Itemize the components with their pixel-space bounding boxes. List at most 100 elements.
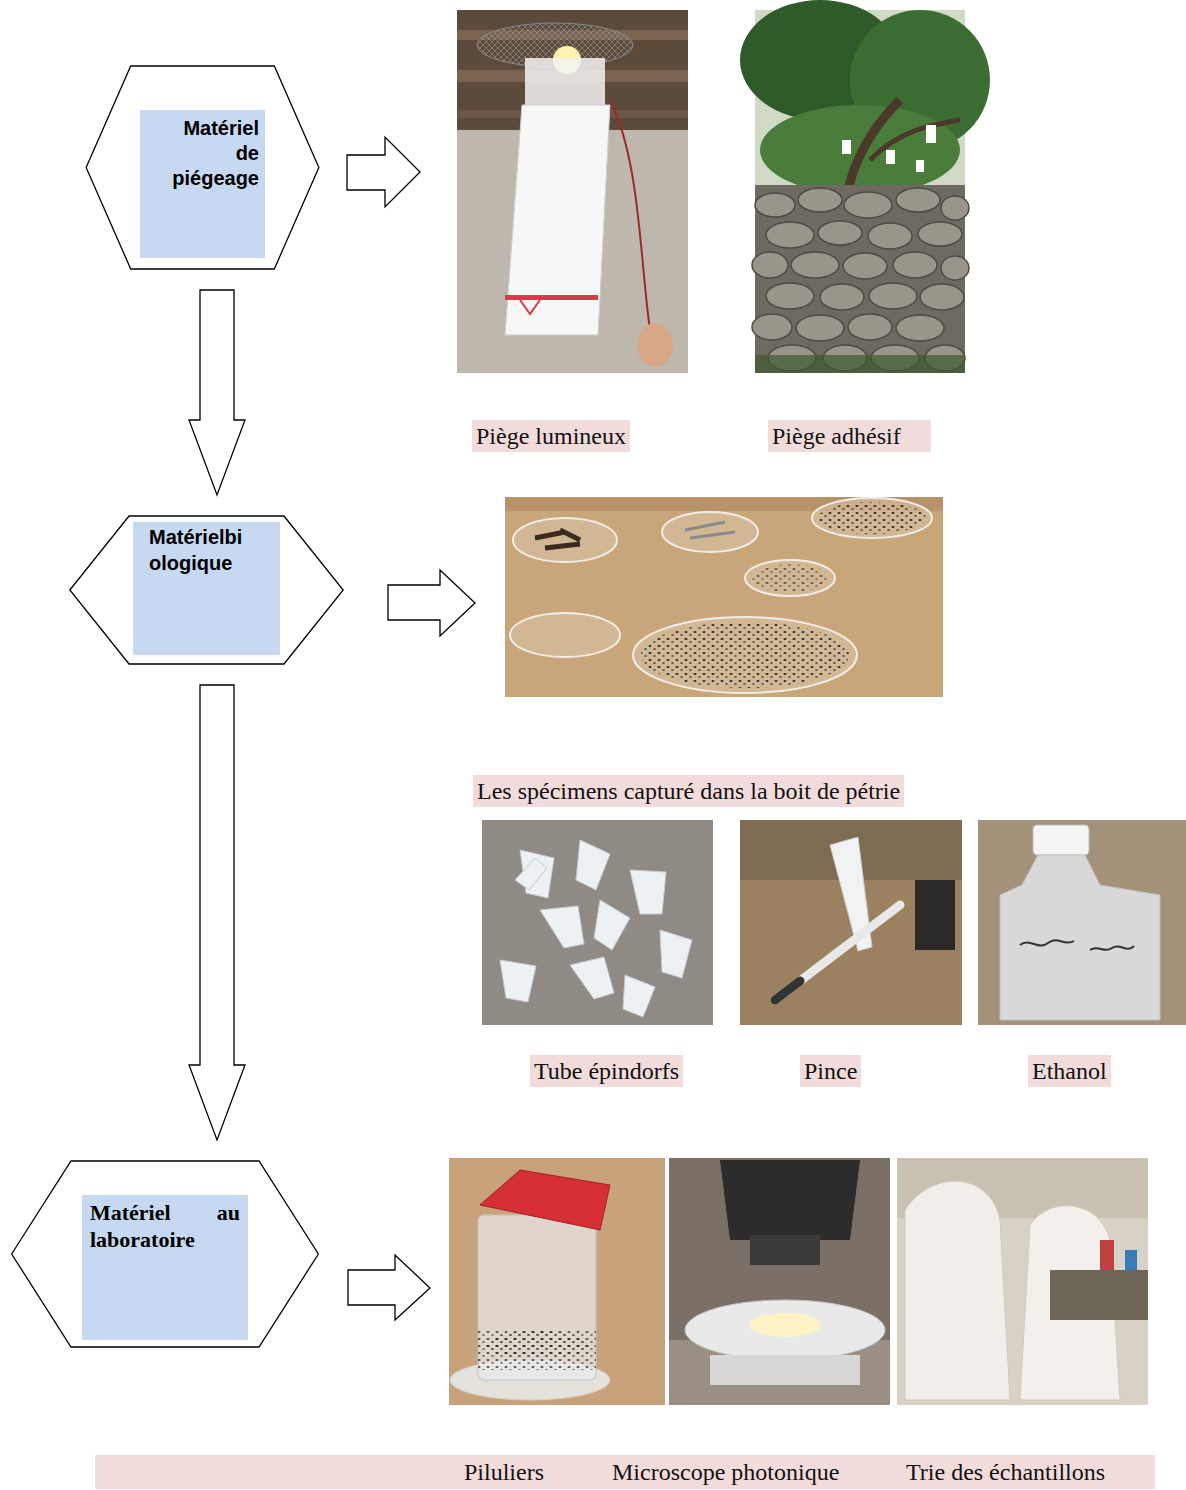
forceps-photo-part	[740, 820, 962, 1025]
sticky-trap-photo-part-part	[818, 221, 862, 245]
sorting-photo-part	[905, 1181, 1010, 1400]
ethanol-bottle-photo	[978, 820, 1186, 1025]
eppendorf-tubes-photo-part-part	[500, 960, 536, 1002]
petri-dish-photo-part	[685, 522, 735, 538]
hexagon-node: Matérielbiologique	[68, 515, 345, 665]
node-title: Matérielbiologique	[149, 524, 249, 576]
hexagon-node: Matériel au laboratoire	[10, 1160, 320, 1348]
forceps-photo-part	[775, 905, 900, 1000]
pill-box-photo	[449, 1158, 665, 1405]
sticky-trap-photo-part-part	[896, 188, 940, 212]
eppendorf-tubes-photo-part-part	[630, 870, 666, 914]
sticky-trap-photo-part-part	[796, 315, 844, 341]
block-arrow-connector	[189, 685, 245, 1140]
pill-box-photo-part	[478, 1215, 596, 1380]
petri-dish-photo-part-part	[662, 512, 758, 552]
light-trap-photo	[457, 10, 688, 373]
outline-arrow-part	[348, 1255, 430, 1320]
petri-dish-photo-part-part	[510, 613, 620, 657]
sticky-trap-photo-part-part	[843, 253, 887, 279]
sticky-trap-photo-part-part	[893, 252, 937, 278]
photo-caption: Trie des échantillons	[906, 1456, 1105, 1488]
sticky-trap-photo-part	[916, 160, 924, 172]
light-trap-photo-part	[520, 300, 540, 314]
photo-caption: Pince	[800, 1055, 861, 1087]
sticky-trap-photo-part	[752, 188, 969, 371]
sticky-trap-photo-part-part	[918, 222, 962, 246]
sticky-trap-photo-part	[755, 185, 965, 373]
sticky-trap-photo-part-part	[844, 192, 892, 218]
eppendorf-tubes-photo-part	[482, 820, 713, 1025]
petri-dish-photo-part	[752, 564, 828, 592]
microscope-photo-part	[720, 1160, 860, 1240]
sticky-trap-photo-part-part	[941, 256, 969, 280]
outline-arrow-part	[388, 570, 475, 636]
light-trap-photo-part	[525, 58, 605, 108]
microscope-photo-part	[685, 1300, 885, 1360]
light-trap-photo-part	[457, 10, 688, 373]
eppendorf-tubes-photo-part-part	[540, 906, 584, 948]
photo-caption: Piluliers	[464, 1456, 544, 1488]
microscope-photo-part	[749, 1313, 821, 1337]
block-arrow-connector	[189, 290, 245, 495]
petri-dish-photo-part-part	[812, 498, 932, 538]
sticky-trap-photo-part-part	[869, 283, 917, 309]
photo-caption: Microscope photonique	[612, 1456, 839, 1488]
eppendorf-tubes-photo	[482, 820, 713, 1025]
petri-dish-photo	[505, 497, 943, 697]
label-fill: Matériel de piégeage	[140, 110, 265, 258]
eppendorf-tubes-photo-part-part	[623, 975, 655, 1017]
eppendorf-tubes-photo-part-part	[660, 930, 692, 978]
sorting-photo	[897, 1158, 1148, 1405]
node-title: Matériel au laboratoire	[90, 1199, 240, 1253]
ethanol-bottle-photo-part	[978, 820, 1186, 1025]
eppendorf-tubes-photo-part-part	[576, 840, 610, 890]
ethanol-bottle-photo-part	[1000, 855, 1160, 1020]
pill-box-photo-part	[478, 1330, 596, 1370]
sticky-trap-photo-part	[870, 120, 960, 160]
hexagon-shape	[70, 516, 343, 664]
sticky-trap-photo-part-part	[791, 252, 839, 278]
photo-caption: Piège adhésif	[768, 420, 931, 452]
caption-band	[95, 1455, 1155, 1489]
sorting-photo-part	[897, 1158, 1148, 1405]
sorting-photo-part	[1100, 1240, 1114, 1270]
sticky-trap-photo-part-part	[848, 314, 892, 340]
sticky-trap-photo-part	[755, 355, 965, 373]
pill-box-photo-part	[480, 1170, 610, 1230]
photo-caption: Tube épindorfs	[530, 1055, 683, 1087]
sticky-trap-photo-part	[842, 140, 851, 154]
light-trap-photo-part	[637, 323, 673, 367]
microscope-photo-part	[750, 1235, 820, 1265]
label-fill: Matériel au laboratoire	[82, 1195, 248, 1340]
light-trap-photo-part	[505, 105, 610, 335]
sticky-trap-photo-part-part	[766, 283, 814, 309]
eppendorf-tubes-photo-part-part	[594, 900, 630, 950]
sticky-trap-photo-part-part	[752, 252, 788, 278]
microscope-photo-part	[669, 1158, 890, 1405]
petri-dish-photo-part-part	[745, 560, 835, 596]
sticky-trap-photo-part-part	[752, 314, 792, 340]
sticky-trap-photo-part-part	[820, 284, 864, 310]
petri-dish-photo-part-part	[513, 518, 617, 562]
sticky-trap-photo	[740, 0, 990, 373]
sticky-trap-photo-part	[886, 150, 895, 164]
petri-dish-photo-part	[535, 530, 580, 548]
sticky-trap-photo-part-part	[798, 188, 842, 212]
sorting-photo-part	[1125, 1250, 1137, 1270]
petri-dish-photo-part-part	[633, 617, 857, 693]
outline-arrow	[347, 137, 475, 1320]
photo-caption: Piège lumineux	[472, 420, 630, 452]
forceps-photo	[740, 820, 962, 1025]
hexagon-shape	[12, 1161, 319, 1347]
hexagon-node: Matériel de piégeage	[85, 65, 320, 270]
sticky-trap-photo-part-part	[920, 284, 964, 310]
pill-box-photo-part	[449, 1158, 665, 1405]
sticky-trap-photo-part-part	[941, 196, 969, 220]
ethanol-bottle-photo-part	[1020, 940, 1134, 950]
eppendorf-tubes-photo-part-part	[515, 858, 547, 890]
node-title: Matériel de piégeage	[164, 116, 259, 191]
sticky-trap-photo-part	[926, 125, 936, 143]
light-trap-photo-part	[610, 100, 650, 330]
